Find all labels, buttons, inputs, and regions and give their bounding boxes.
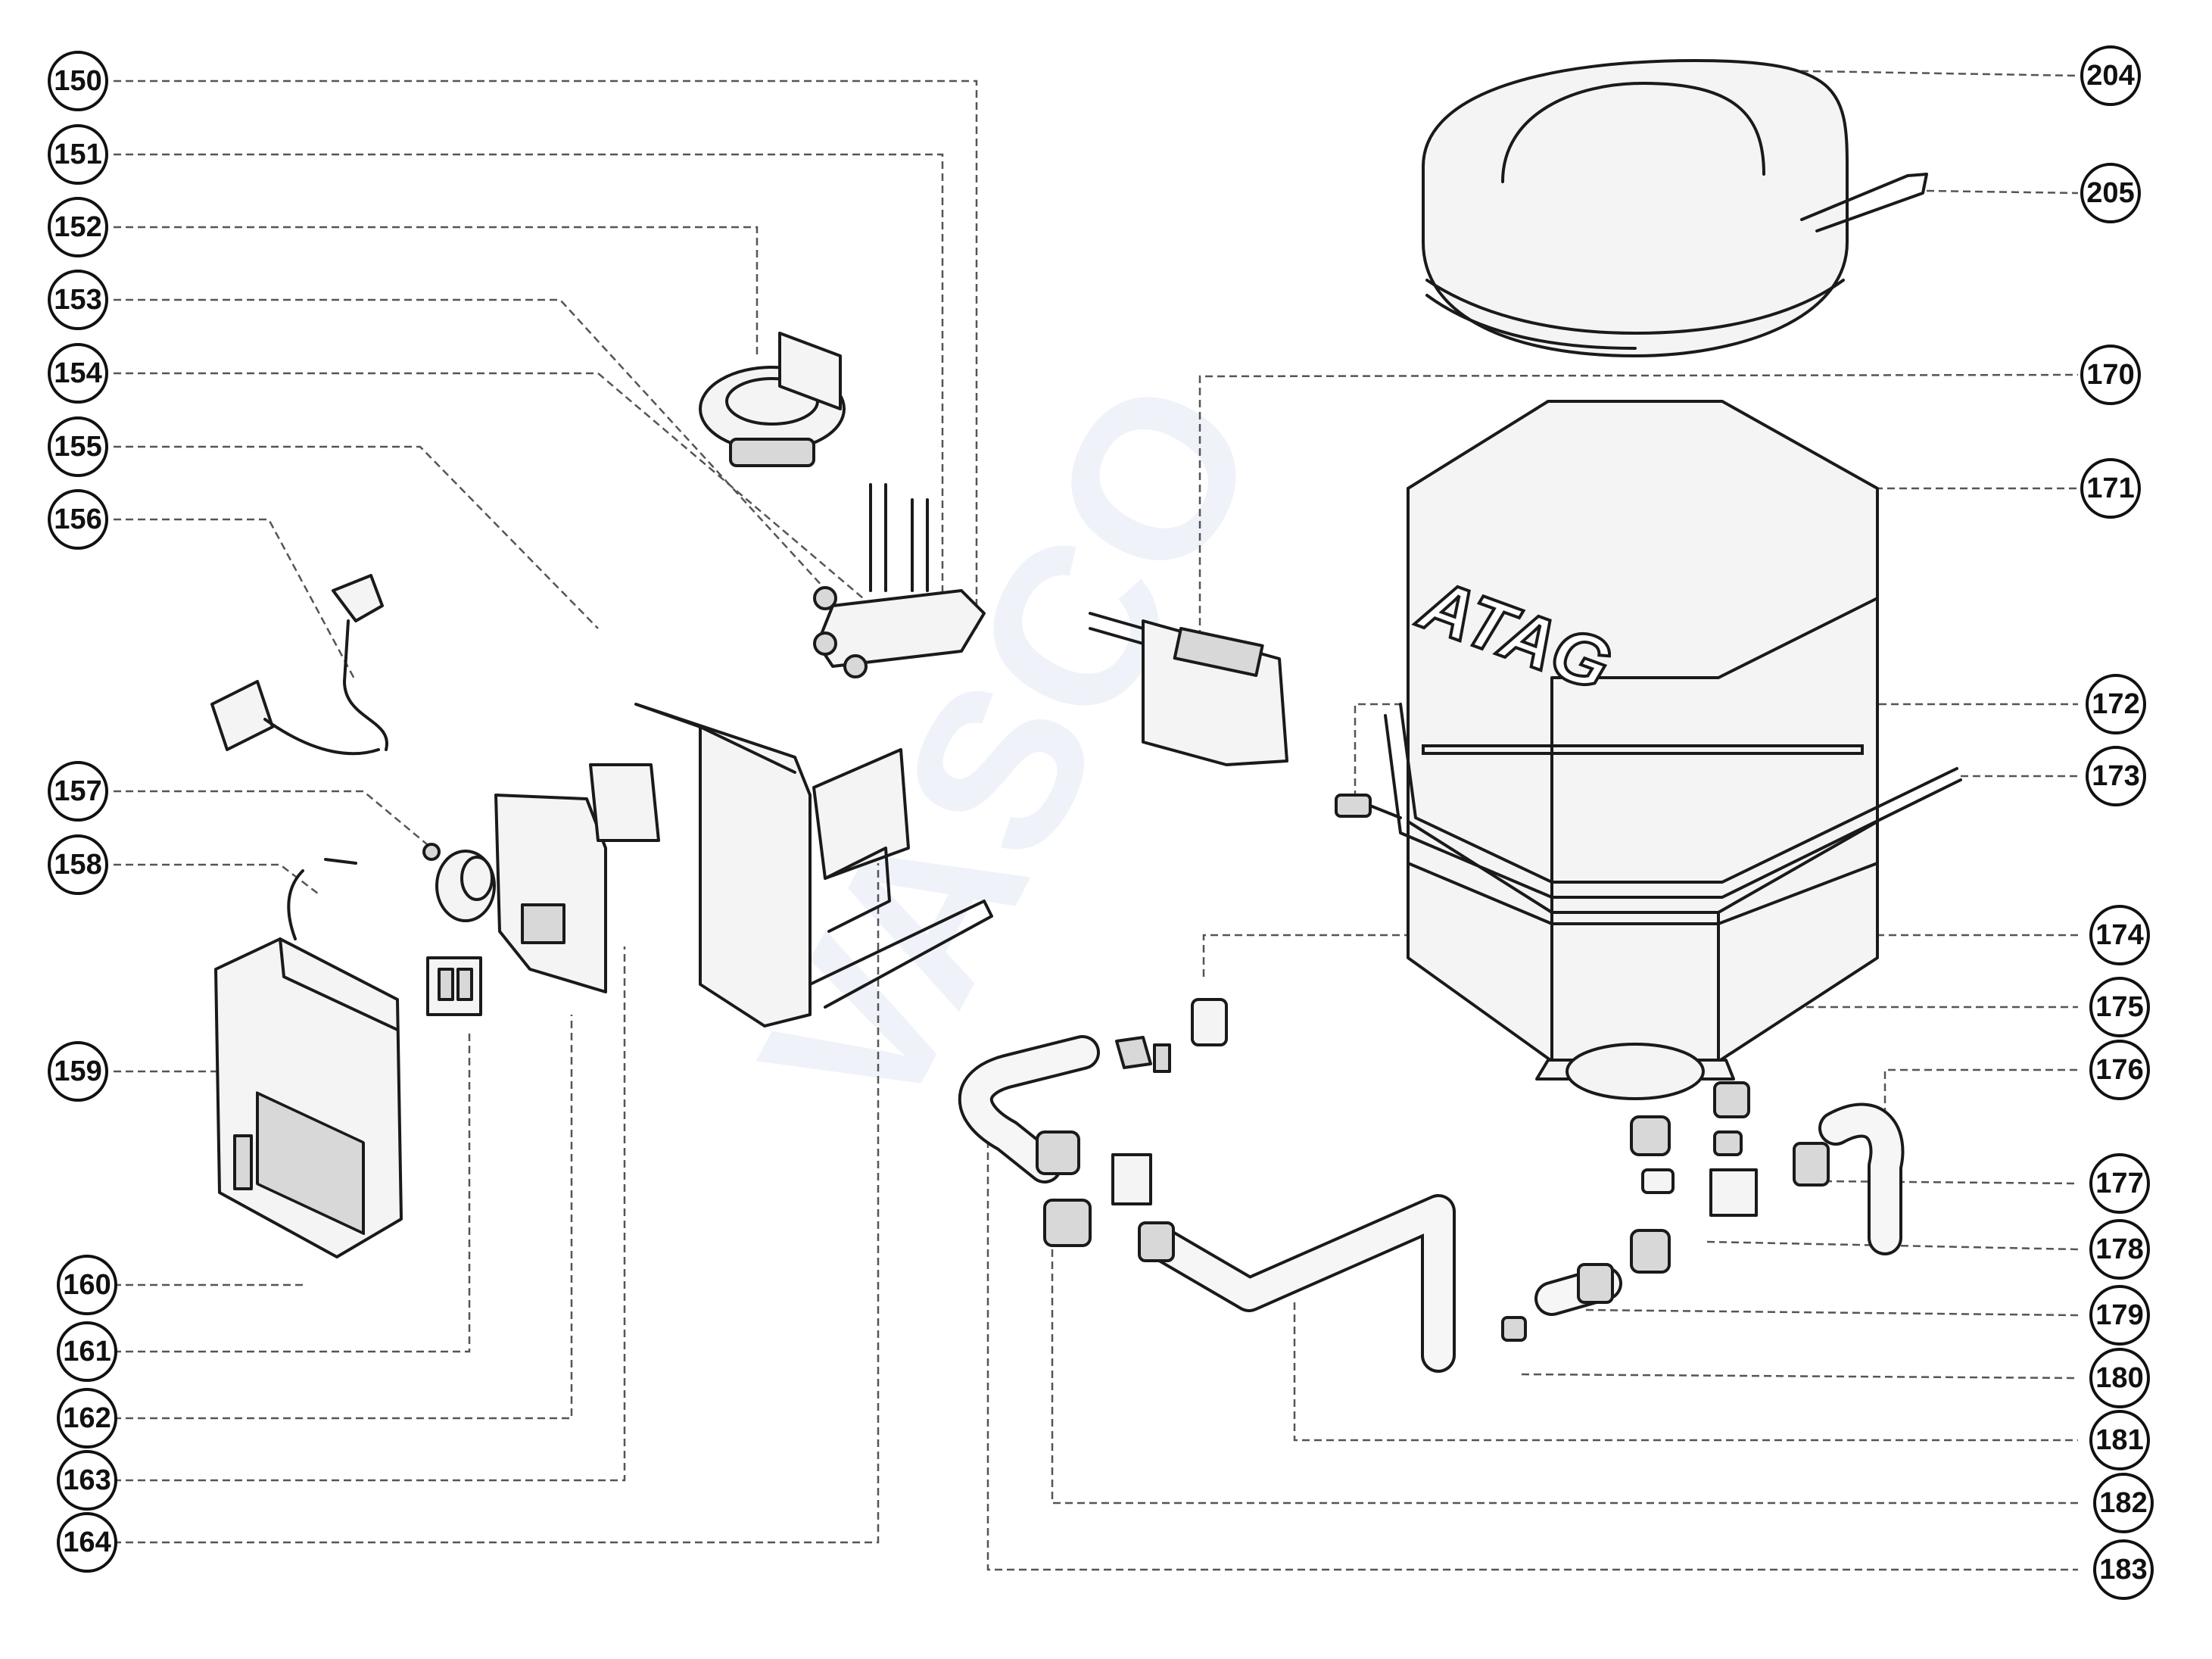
callout-153: 153	[48, 270, 108, 330]
callout-152-label: 152	[54, 211, 101, 243]
callout-176: 176	[2089, 1040, 2150, 1100]
callouts-right: 204 205 170 171 172 173 174 175 176 177 …	[2080, 45, 2154, 1600]
callout-159: 159	[48, 1041, 108, 1102]
control-housing	[214, 858, 403, 1258]
callouts-left: 150 151 152 153 154 155 156 157 158 159 …	[48, 51, 117, 1573]
callout-177: 177	[2089, 1153, 2150, 1214]
callout-204: 204	[2080, 45, 2141, 106]
callout-204-label: 204	[2086, 60, 2134, 92]
sensor-172	[1335, 794, 1402, 819]
callout-177-label: 177	[2095, 1168, 2143, 1199]
callout-181-label: 181	[2095, 1424, 2143, 1456]
callout-175-label: 175	[2095, 991, 2143, 1023]
callout-158-label: 158	[54, 849, 101, 881]
callout-157-label: 157	[54, 775, 101, 807]
callout-154: 154	[48, 343, 108, 404]
callout-156: 156	[48, 489, 108, 550]
callout-181: 181	[2089, 1410, 2150, 1470]
callout-171: 171	[2080, 458, 2141, 519]
fittings	[1036, 998, 1830, 1342]
strap	[1384, 703, 1962, 899]
control-plate	[494, 763, 660, 993]
callout-163: 163	[57, 1450, 117, 1511]
callout-164-label: 164	[63, 1526, 111, 1558]
callout-173-label: 173	[2092, 760, 2139, 792]
callout-170-label: 170	[2086, 359, 2134, 391]
switch-block	[426, 956, 482, 1016]
callout-160-label: 160	[63, 1269, 111, 1301]
callout-163-label: 163	[63, 1464, 111, 1496]
callout-176-label: 176	[2095, 1054, 2143, 1086]
callout-160: 160	[57, 1255, 117, 1315]
ignition-unit	[1089, 612, 1288, 766]
leader-lines-left	[114, 80, 978, 1544]
burner-frame	[634, 703, 993, 1028]
callout-172: 172	[2086, 674, 2146, 734]
callout-150-label: 150	[54, 65, 101, 97]
callout-182-label: 182	[2099, 1487, 2147, 1519]
callout-180: 180	[2089, 1348, 2150, 1408]
callout-154-label: 154	[54, 357, 101, 389]
callout-205-label: 205	[2086, 177, 2134, 209]
callout-175: 175	[2089, 977, 2150, 1037]
control-knob	[422, 843, 496, 922]
callout-183: 183	[2093, 1539, 2154, 1600]
callout-164: 164	[57, 1512, 117, 1573]
callout-152: 152	[48, 197, 108, 257]
callout-161: 161	[57, 1321, 117, 1382]
pressure-switch	[699, 332, 846, 467]
callout-155: 155	[48, 416, 108, 477]
callout-162: 162	[57, 1388, 117, 1449]
callout-156-label: 156	[54, 504, 101, 535]
ignition-cable	[210, 574, 389, 756]
pipe-left	[958, 1035, 1456, 1373]
callout-159-label: 159	[54, 1056, 101, 1087]
callout-183-label: 183	[2099, 1554, 2147, 1586]
callout-205: 205	[2080, 163, 2141, 223]
callout-178: 178	[2089, 1219, 2150, 1280]
callout-178-label: 178	[2095, 1233, 2143, 1265]
callout-157: 157	[48, 761, 108, 822]
callout-155-label: 155	[54, 431, 101, 463]
expansion-vessel	[1422, 59, 1928, 357]
gas-valve-assembly	[813, 483, 986, 678]
callout-151-label: 151	[54, 139, 101, 170]
callout-172-label: 172	[2092, 688, 2139, 720]
callout-179-label: 179	[2095, 1299, 2143, 1331]
callout-150: 150	[48, 51, 108, 111]
callout-174: 174	[2089, 905, 2150, 965]
callout-182: 182	[2093, 1473, 2154, 1533]
boiler-body: ATAG	[1407, 400, 1879, 1100]
callout-153-label: 153	[54, 284, 101, 316]
callout-171-label: 171	[2086, 472, 2134, 504]
callout-174-label: 174	[2095, 919, 2143, 951]
callout-158: 158	[48, 834, 108, 895]
callout-180-label: 180	[2095, 1362, 2143, 1394]
callout-179: 179	[2089, 1285, 2150, 1346]
callout-170: 170	[2080, 345, 2141, 405]
callout-162-label: 162	[63, 1402, 111, 1434]
callout-161-label: 161	[63, 1336, 111, 1367]
callout-173: 173	[2086, 746, 2146, 806]
callout-151: 151	[48, 124, 108, 185]
